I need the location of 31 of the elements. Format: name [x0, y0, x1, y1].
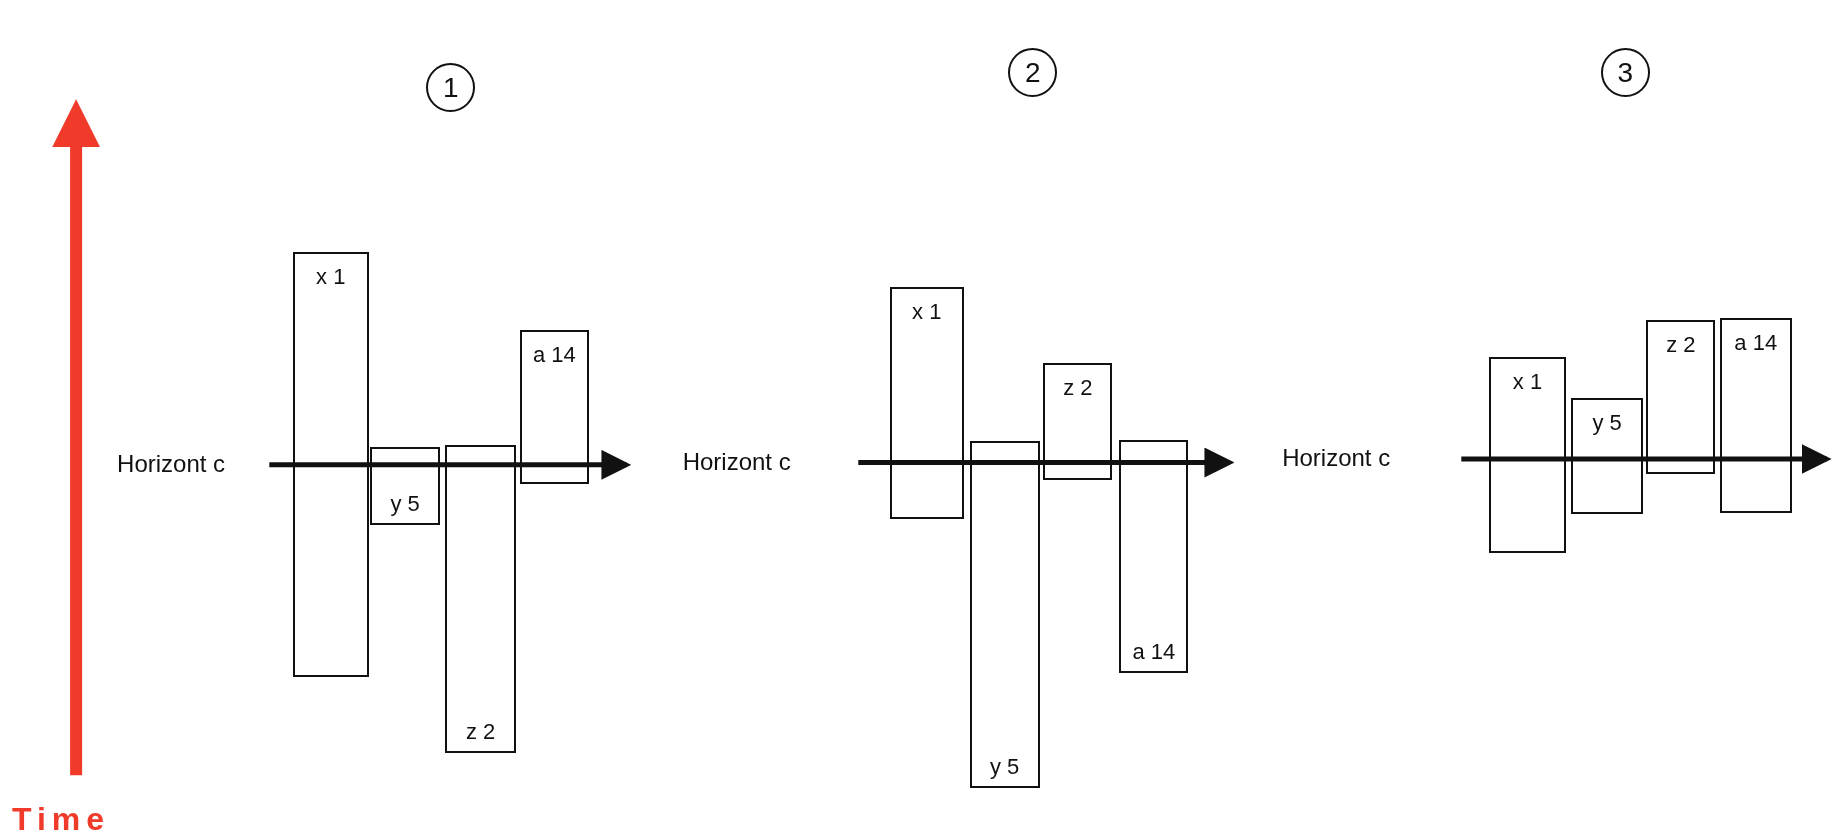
horizon-label: Horizont c — [682, 447, 791, 476]
layer-label: a 14 — [1132, 639, 1176, 666]
layer-bar — [889, 286, 964, 519]
layer-label: y 5 — [390, 490, 420, 517]
layer-bar — [1646, 319, 1716, 475]
layer-bar — [1571, 398, 1643, 514]
layer-bar — [370, 447, 441, 525]
layer-bar — [1119, 440, 1189, 674]
layer-label: a 14 — [1734, 330, 1778, 357]
layer-label: x 1 — [912, 298, 942, 325]
horizon-label: Horizont c — [1282, 444, 1391, 472]
layer-label: x 1 — [1512, 369, 1543, 396]
layer-label: z 2 — [1666, 331, 1696, 358]
layer-bar — [1043, 363, 1113, 481]
layer-bar — [519, 330, 589, 484]
layer-bar — [444, 444, 517, 753]
layer-label: a 14 — [533, 342, 576, 369]
layer-label: y 5 — [989, 754, 1020, 780]
layer-bar — [1489, 357, 1566, 553]
layer-bar — [1720, 318, 1792, 513]
layer-label: y 5 — [1592, 410, 1622, 437]
layer-label: z 2 — [1063, 375, 1093, 401]
layer-label: x 1 — [316, 263, 346, 290]
circled-number: 2 — [1008, 48, 1058, 98]
layer-bar — [969, 441, 1040, 788]
layer-bar — [292, 251, 369, 677]
circled-number: 3 — [1600, 48, 1650, 98]
horizon-label: Horizont c — [117, 449, 226, 478]
circled-number: 1 — [426, 63, 476, 113]
axis-label: Time — [12, 800, 111, 836]
layer-label: z 2 — [465, 718, 496, 745]
